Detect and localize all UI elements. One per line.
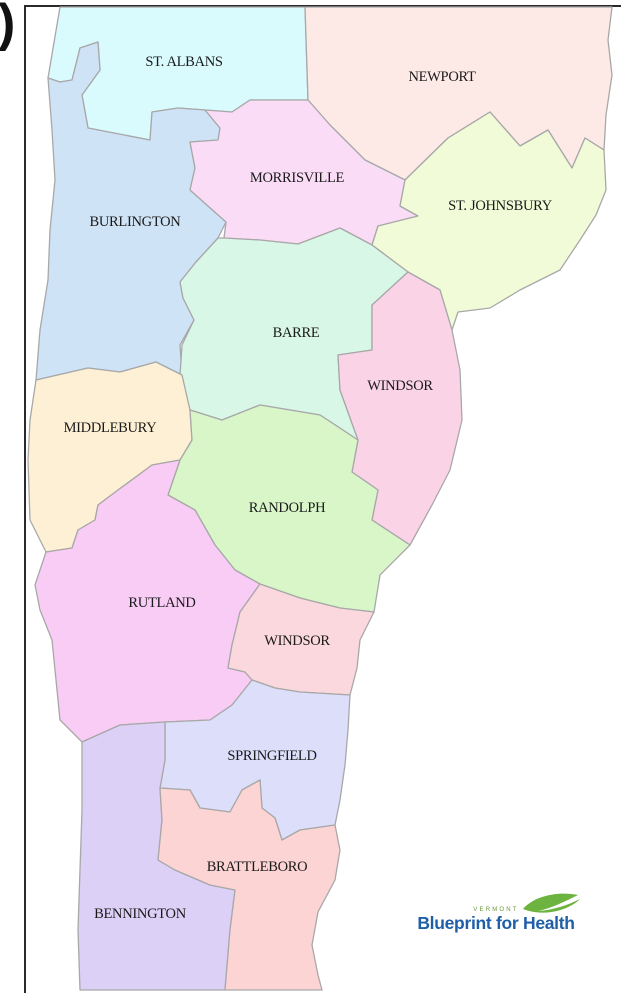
region-label-newport: NEWPORT	[408, 69, 476, 85]
region-label-rutland: RUTLAND	[128, 595, 195, 611]
region-brattleboro-shape[interactable]	[157, 779, 341, 991]
region-burlington-shape[interactable]	[35, 41, 227, 381]
region-label-windsor-south: WINDSOR	[264, 633, 330, 649]
region-middlebury[interactable]: MIDDLEBURY	[27, 361, 193, 553]
region-label-morrisville: MORRISVILLE	[250, 170, 345, 186]
region-label-springfield: SPRINGFIELD	[227, 748, 316, 764]
logo-main-text: Blueprint for Health	[417, 913, 574, 933]
region-brattleboro[interactable]: BRATTLEBORO	[157, 779, 341, 991]
region-st-johnsbury-shape[interactable]	[371, 111, 607, 331]
blueprint-logo: VERMONT Blueprint for Health	[417, 893, 580, 933]
leaf-icon	[523, 893, 580, 913]
region-label-randolph: RANDOLPH	[249, 500, 326, 516]
region-label-middlebury: MIDDLEBURY	[64, 420, 158, 436]
region-burlington[interactable]: BURLINGTON	[35, 41, 227, 381]
region-label-brattleboro: BRATTLEBORO	[207, 859, 308, 875]
region-st-johnsbury[interactable]: ST. JOHNSBURY	[371, 111, 607, 331]
region-label-burlington: BURLINGTON	[90, 214, 182, 230]
corner-parenthesis: )	[0, 0, 15, 52]
region-label-bennington: BENNINGTON	[94, 906, 187, 922]
region-rutland[interactable]: RUTLAND	[34, 459, 261, 743]
logo-small-text: VERMONT	[473, 907, 518, 913]
region-label-st-johnsbury: ST. JOHNSBURY	[448, 198, 553, 214]
region-label-barre: BARRE	[273, 325, 320, 341]
region-label-windsor-north: WINDSOR	[367, 378, 433, 394]
region-springfield[interactable]: SPRINGFIELD	[159, 679, 351, 841]
region-label-st-albans: ST. ALBANS	[145, 54, 223, 70]
